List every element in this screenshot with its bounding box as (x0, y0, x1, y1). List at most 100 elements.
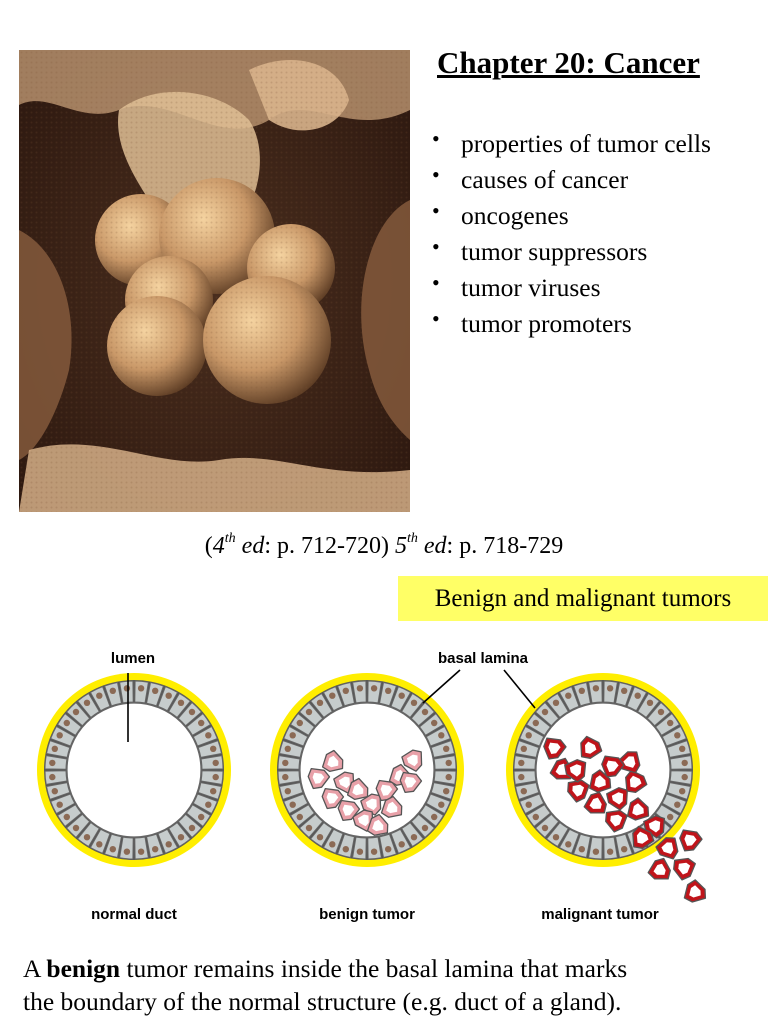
cell-nucleus (316, 699, 324, 706)
cell-nucleus (63, 813, 70, 821)
cell-nucleus (438, 732, 445, 739)
benign-duct (270, 673, 464, 867)
cell-nucleus (296, 719, 303, 727)
epithelial-cell (336, 681, 355, 707)
cell-nucleus (152, 846, 159, 853)
malignant-tumor-cell (583, 791, 607, 814)
cell-nucleus (316, 834, 324, 841)
tumor-diagram: lumen basal lamina normal duct benign tu… (0, 630, 768, 930)
cell-nucleus (578, 846, 585, 853)
epithelial-cell (367, 680, 382, 704)
epithelial-cell (513, 770, 537, 785)
cell-nucleus (565, 692, 572, 699)
benign-tumor-cell (401, 749, 423, 772)
epithelial-cell (514, 782, 540, 801)
cell-nucleus (681, 773, 688, 781)
normal-duct-label: normal duct (91, 906, 177, 923)
cell-nucleus (681, 759, 688, 767)
epithelial-cell (44, 770, 68, 785)
epithelial-cell (433, 755, 457, 770)
epithelial-cell (146, 681, 165, 707)
cell-nucleus (49, 759, 56, 767)
topic-item: tumor suppressors (432, 229, 711, 270)
epithelial-cell (45, 739, 71, 758)
cell-nucleus (282, 773, 289, 781)
cell-nucleus (305, 824, 313, 832)
cell-nucleus (137, 848, 145, 855)
epithelial-cell (200, 755, 224, 770)
caption-text: tumor remains inside the basal lamina th… (120, 954, 628, 983)
cell-nucleus (289, 801, 296, 808)
cell-nucleus (565, 841, 572, 848)
cell-nucleus (165, 692, 172, 699)
caption: A benign tumor remains inside the basal … (23, 952, 627, 1018)
epithelial-cell (352, 836, 367, 860)
cell-nucleus (72, 824, 80, 832)
ed5-number: 5 (394, 533, 407, 559)
epithelial-cell (197, 782, 223, 801)
cell-nucleus (592, 685, 600, 692)
topic-item: tumor viruses (432, 265, 711, 306)
epithelial-cell (278, 739, 304, 758)
cell-nucleus (282, 759, 289, 767)
cell-nucleus (385, 846, 392, 853)
chapter-title: Chapter 20: Cancer (437, 45, 700, 80)
cell-nucleus (674, 732, 681, 739)
benign-tumor-cell (321, 749, 344, 773)
epithelial-cell (336, 833, 355, 859)
cell-nucleus (552, 834, 560, 841)
basal-lamina-pointer-benign (422, 669, 461, 704)
cell-nucleus (438, 801, 445, 808)
epithelial-cell (103, 681, 122, 707)
cell-nucleus (51, 788, 58, 795)
epithelial-cell (367, 836, 382, 860)
malignant-tumor-cell (589, 769, 612, 793)
malignant-tumor-cell (679, 829, 703, 852)
cell-nucleus (284, 788, 291, 795)
epithelial-cell (379, 681, 398, 707)
cell-nucleus (385, 687, 392, 694)
cell-nucleus (667, 813, 674, 821)
cell-nucleus (210, 788, 217, 795)
epithelial-cell (433, 770, 457, 785)
cell-nucleus (63, 719, 70, 727)
benign-tumor-cell (346, 777, 369, 801)
cell-nucleus (398, 692, 405, 699)
cell-nucleus (541, 708, 549, 716)
cell-nucleus (305, 708, 313, 716)
cell-nucleus (679, 788, 686, 795)
epithelial-cell (513, 755, 537, 770)
epithelial-cell (615, 833, 634, 859)
cell-nucleus (177, 834, 185, 841)
cell-nucleus (646, 699, 654, 706)
cell-nucleus (541, 824, 549, 832)
epithelial-cell (134, 680, 149, 704)
basal-lamina-pointer-malignant (503, 669, 536, 709)
cell-nucleus (431, 813, 438, 821)
cell-nucleus (532, 813, 539, 821)
cell-nucleus (212, 773, 219, 781)
topic-list: properties of tumor cells causes of canc… (432, 121, 711, 342)
topic-item: causes of cancer (432, 157, 711, 198)
epithelial-cell (146, 833, 165, 859)
cell-nucleus (205, 732, 212, 739)
cell-nucleus (518, 773, 525, 781)
cell-nucleus (370, 848, 378, 855)
normal-duct (37, 673, 231, 867)
malignant-tumor-cell (617, 751, 641, 774)
cell-nucleus (177, 699, 185, 706)
cell-nucleus (578, 687, 585, 694)
cell-nucleus (329, 841, 336, 848)
malignant-tumor-label: malignant tumor (541, 906, 659, 923)
epithelial-cell (197, 739, 223, 758)
cell-nucleus (198, 813, 205, 821)
page-references: (4th ed: p. 712-720) 5th ed: p. 718-729 (0, 531, 768, 560)
cell-nucleus (83, 699, 91, 706)
cell-nucleus (518, 759, 525, 767)
malignant-tumor-cell (567, 779, 590, 803)
epithelial-cell (572, 681, 591, 707)
benign-tumor-cell (307, 767, 331, 790)
lumen (66, 702, 202, 838)
epithelial-cell (119, 680, 134, 704)
cell-nucleus (520, 745, 527, 752)
